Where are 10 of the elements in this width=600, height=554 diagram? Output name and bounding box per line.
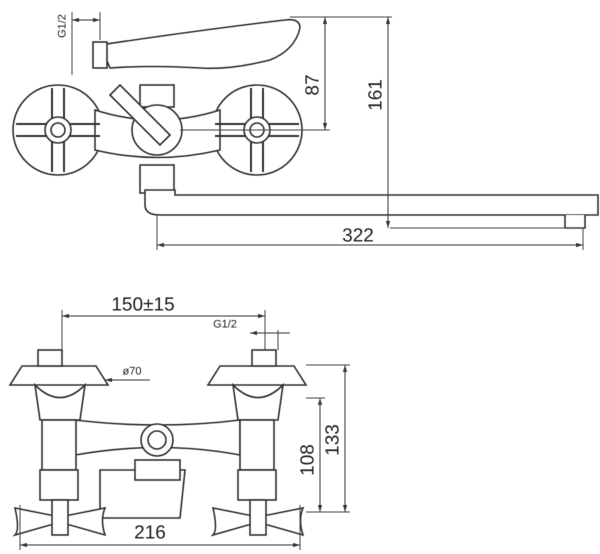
- dimension-label: ø70: [122, 366, 142, 378]
- dimension-label: G1/2: [58, 14, 68, 38]
- dimension-label: 161: [366, 79, 386, 111]
- dimension-label: G1/2: [213, 320, 237, 330]
- dimension-label: 150±15: [111, 296, 175, 314]
- dimension-label: 108: [298, 444, 318, 476]
- dimension-label: 216: [134, 524, 166, 542]
- dimension-label: 322: [342, 226, 374, 246]
- dimension-label: 133: [324, 424, 342, 456]
- dimension-label: 87: [304, 74, 322, 96]
